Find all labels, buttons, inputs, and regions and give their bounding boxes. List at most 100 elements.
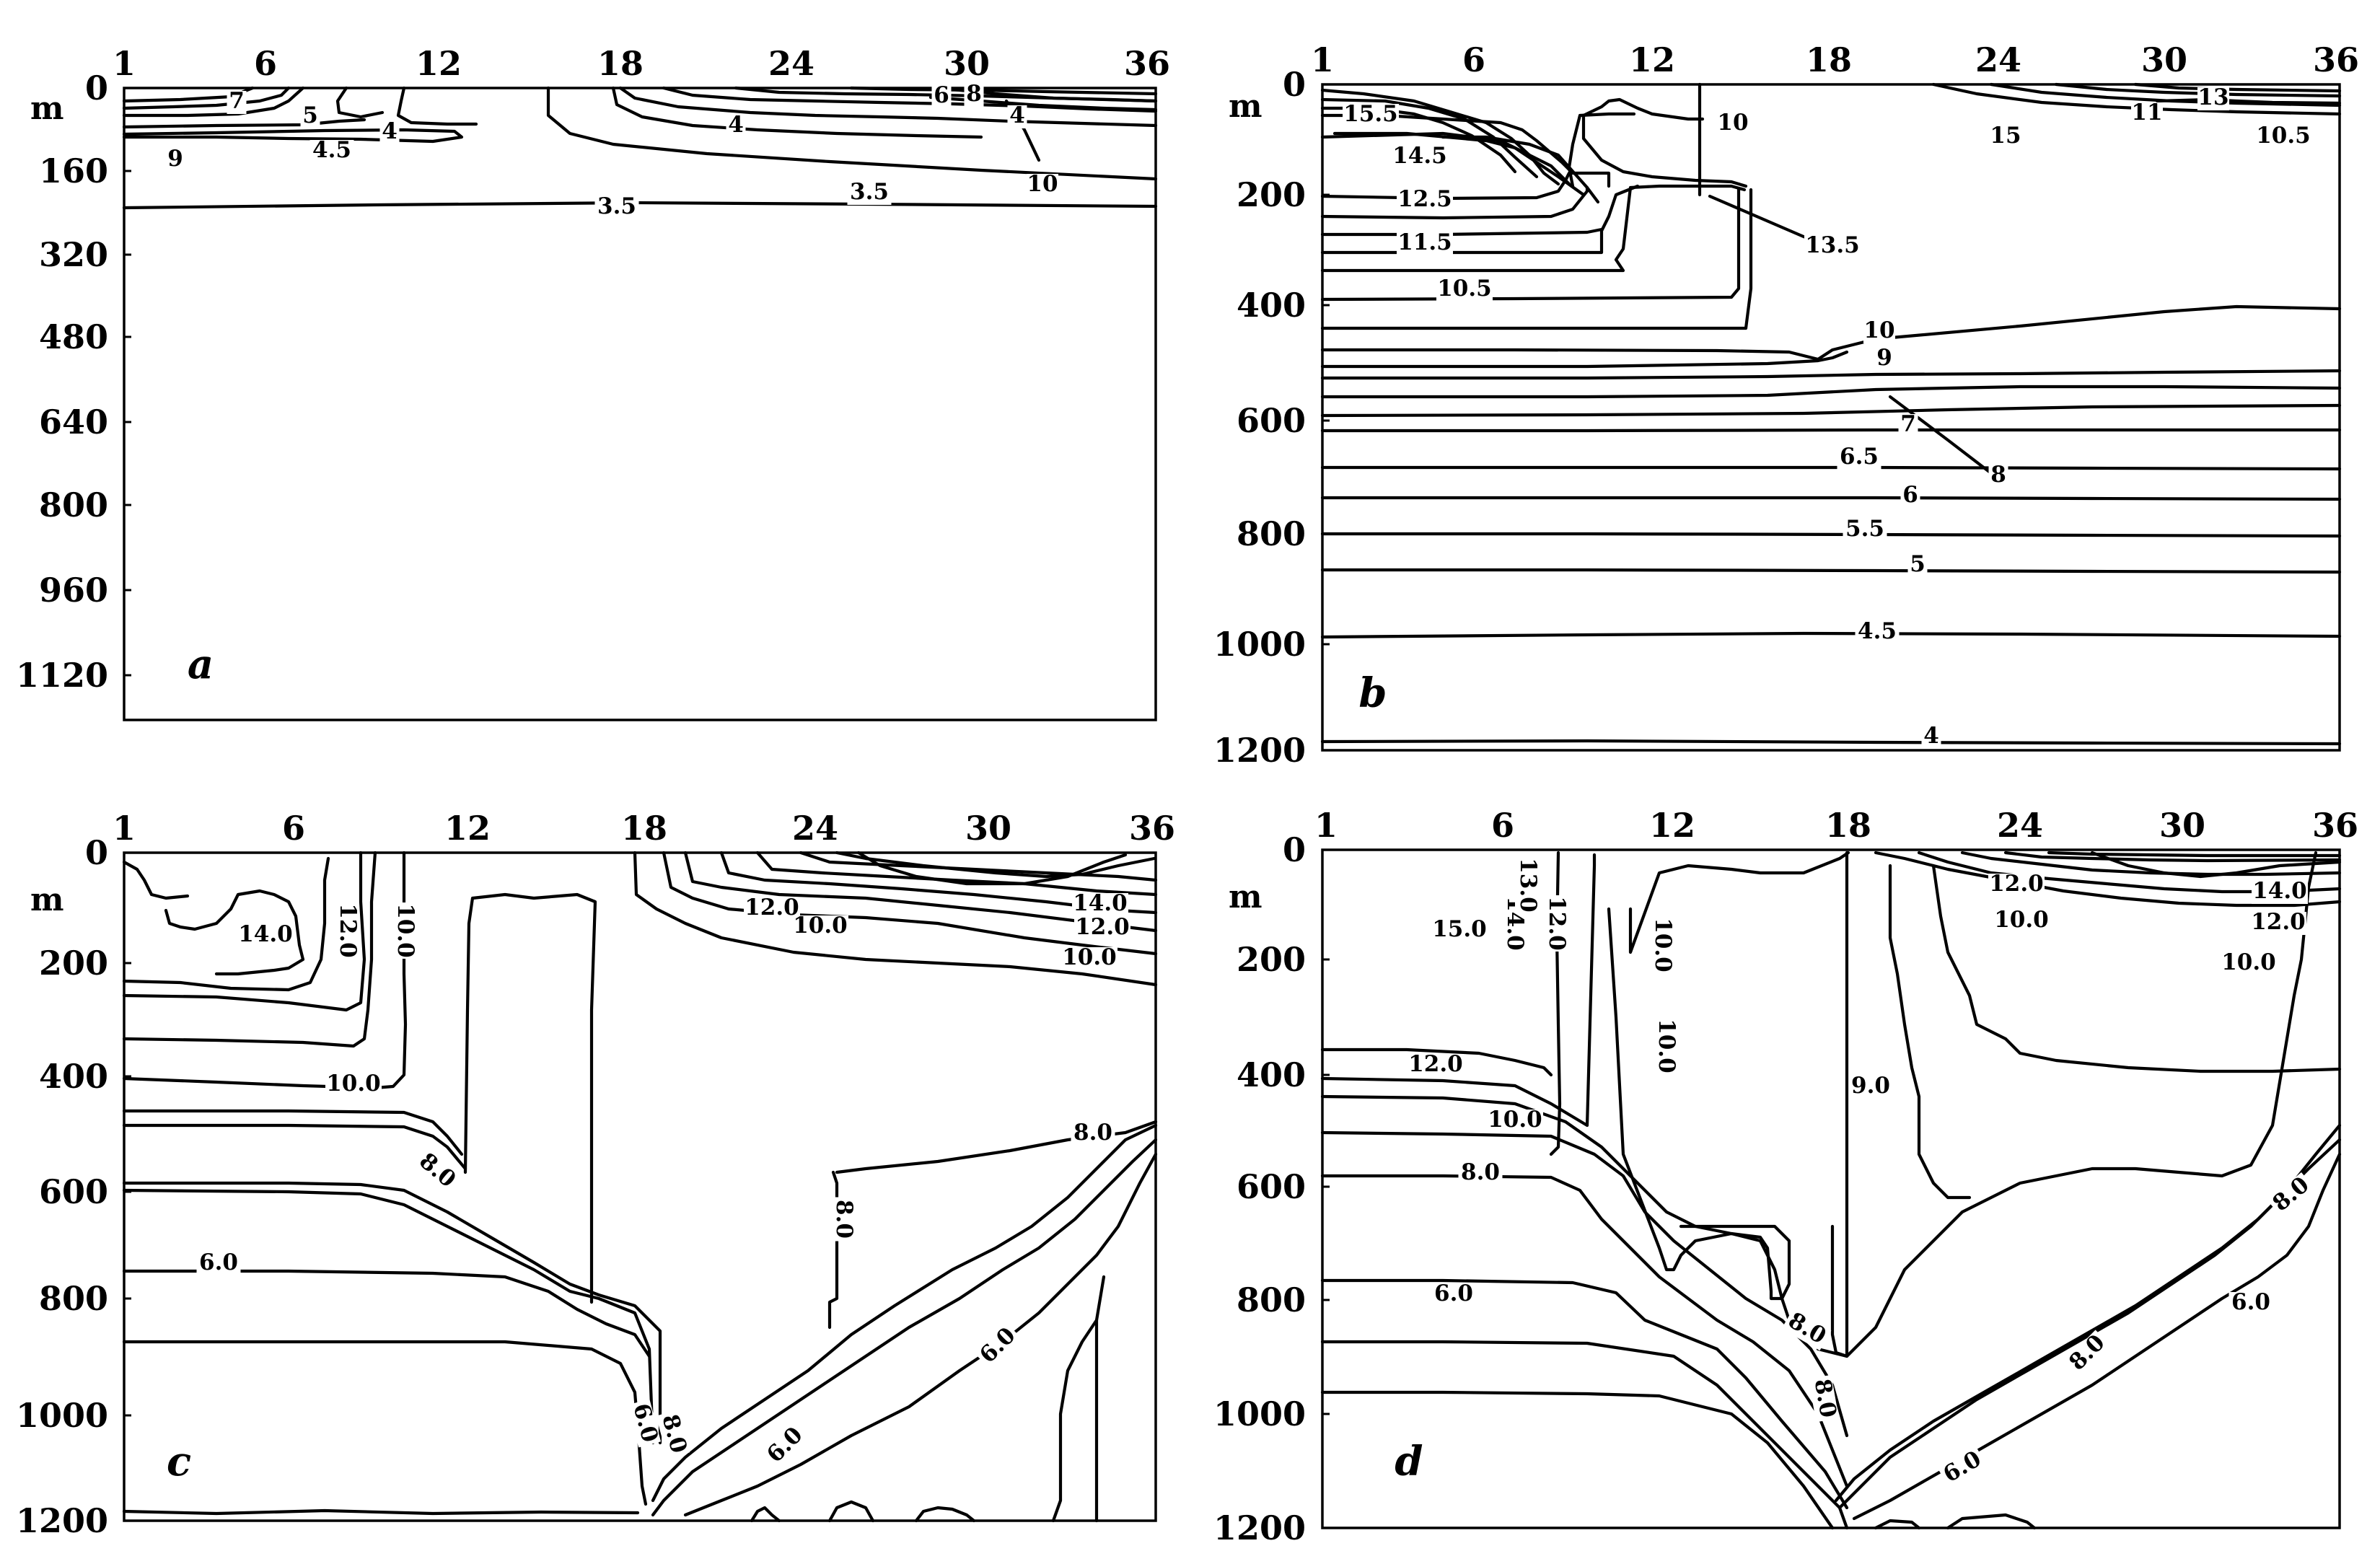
contour-line (1320, 88, 1560, 186)
contour-line (122, 1181, 662, 1445)
contour-label-group: 8.0 (2064, 1330, 2112, 1378)
contour-label-group: 8.0 (1071, 1120, 1115, 1146)
depth-unit-label: m (30, 90, 64, 127)
contour-label-bg (325, 1073, 382, 1097)
contour-label-bg (762, 1422, 810, 1470)
x-tick-label: 18 (621, 809, 667, 848)
contour-line (1320, 385, 2342, 399)
contour-line (2047, 851, 2342, 858)
depth-unit-label: m (1229, 879, 1263, 915)
y-tick-label: 200 (1237, 175, 1306, 214)
contour-label-bg (1900, 485, 1920, 508)
contour-label-bg (1907, 554, 1928, 577)
contour-label-bg (975, 1322, 1023, 1371)
x-tick-label: 18 (1825, 806, 1871, 845)
y-tick-label: 1120 (16, 656, 108, 695)
depth-unit-label: m (30, 882, 64, 918)
contour-label-group: 8.0 (1808, 1374, 1841, 1423)
contour-label-group: 12.0 (1408, 1051, 1464, 1077)
contour-line (1581, 97, 1705, 121)
contour-label-bg (2252, 881, 2308, 904)
contour-label-group: 10.0 (1061, 944, 1117, 970)
contour-line (1320, 184, 1747, 273)
contour-label-group: 4.5 (309, 137, 354, 163)
contour-label-bg (1804, 235, 1861, 258)
contour-line (122, 1269, 651, 1358)
contour-line (1320, 350, 1849, 369)
contour-label-group: 4.5 (1855, 618, 1900, 644)
contour-label-bg (1007, 105, 1027, 128)
contour-label-group: 9.0 (1848, 1073, 1893, 1099)
contour-line (651, 1138, 1158, 1517)
contour-line (1320, 1390, 1835, 1530)
contour-label-bg (931, 85, 952, 108)
x-tick-label: 12 (416, 44, 462, 83)
contour-line (835, 1120, 1158, 1174)
x-tick-label: 30 (2141, 40, 2187, 79)
contour-line (1320, 1094, 1791, 1322)
contour-label-group: 8.0 (1458, 1159, 1503, 1185)
x-tick-label: 18 (1806, 40, 1852, 79)
contour-label-group: 10.5 (1436, 276, 1493, 302)
contour-line (1320, 532, 2342, 538)
contour-label-bg (744, 897, 800, 921)
contour-line (396, 86, 478, 126)
contour-label: 14.0 (2252, 878, 2307, 904)
depth-unit-label: m (1229, 88, 1263, 125)
x-tick-label: 36 (2313, 40, 2359, 79)
contour-line (1320, 188, 1753, 330)
x-tick-label: 24 (768, 44, 814, 83)
contour-label-group: 5 (300, 102, 320, 128)
contour-label-bg (726, 115, 746, 138)
x-tick-label: 36 (1124, 44, 1170, 83)
contour-line (122, 851, 377, 1048)
contour-line (1320, 188, 1741, 302)
x-tick-label: 6 (282, 809, 305, 848)
contour-label: 8.0 (1073, 1120, 1112, 1146)
contour-line (122, 1109, 464, 1156)
contour-label: 6.0 (1434, 1280, 1473, 1306)
y-tick-label: 600 (1237, 401, 1306, 440)
contour-label: 9.0 (1851, 1073, 1890, 1099)
contour-label-bg (1990, 126, 2021, 149)
contour-label-group: 8.0 (831, 1197, 857, 1242)
contour-label: 10.0 (2221, 949, 2276, 975)
contour-line (1441, 135, 1600, 204)
contour-line (1931, 864, 2342, 1073)
contour-label: 13 (2197, 84, 2228, 110)
contour-line (856, 851, 1128, 886)
contour-line (750, 1506, 781, 1523)
y-tick-label: 800 (1237, 1280, 1306, 1319)
y-tick-label: 0 (1283, 830, 1306, 869)
contour-label: 6 (1902, 482, 1918, 508)
contour-label-group: 12.0 (1074, 914, 1130, 940)
contour-label-bg (2255, 126, 2311, 149)
x-tick-label: 1 (1314, 806, 1338, 845)
contour-label-bg (1515, 857, 1538, 913)
contour-label-group: 10.0 (325, 1071, 382, 1097)
y-tick-label: 480 (39, 317, 108, 356)
contour-label: 10 (1863, 317, 1894, 343)
contour-line (1931, 82, 2342, 116)
x-tick-label: 1 (113, 44, 136, 83)
panel-frame (123, 851, 1157, 1522)
contour-label: 10.0 (392, 903, 418, 958)
contour-line (1320, 369, 2342, 380)
y-tick-label: 400 (39, 1057, 108, 1096)
panel-frame (1321, 83, 2341, 752)
contour-label: 12.0 (1408, 1051, 1463, 1077)
contour-label: 14.0 (1073, 890, 1128, 916)
contour-label: 13.5 (1805, 232, 1860, 258)
contour-label-bg (1074, 917, 1130, 940)
contour-line (122, 128, 464, 144)
x-tick-label: 1 (113, 809, 136, 848)
contour-label-bg (1487, 1110, 1543, 1133)
contour-label: 12.0 (1544, 896, 1570, 951)
contour-line (651, 1123, 1158, 1503)
contour-label-group: 9 (1874, 345, 1894, 371)
contour-label-group: 14.0 (1072, 890, 1128, 916)
contour-label: 5.5 (1845, 516, 1884, 542)
x-tick-label: 6 (1491, 806, 1514, 845)
contour-label: 10.5 (2256, 123, 2311, 149)
